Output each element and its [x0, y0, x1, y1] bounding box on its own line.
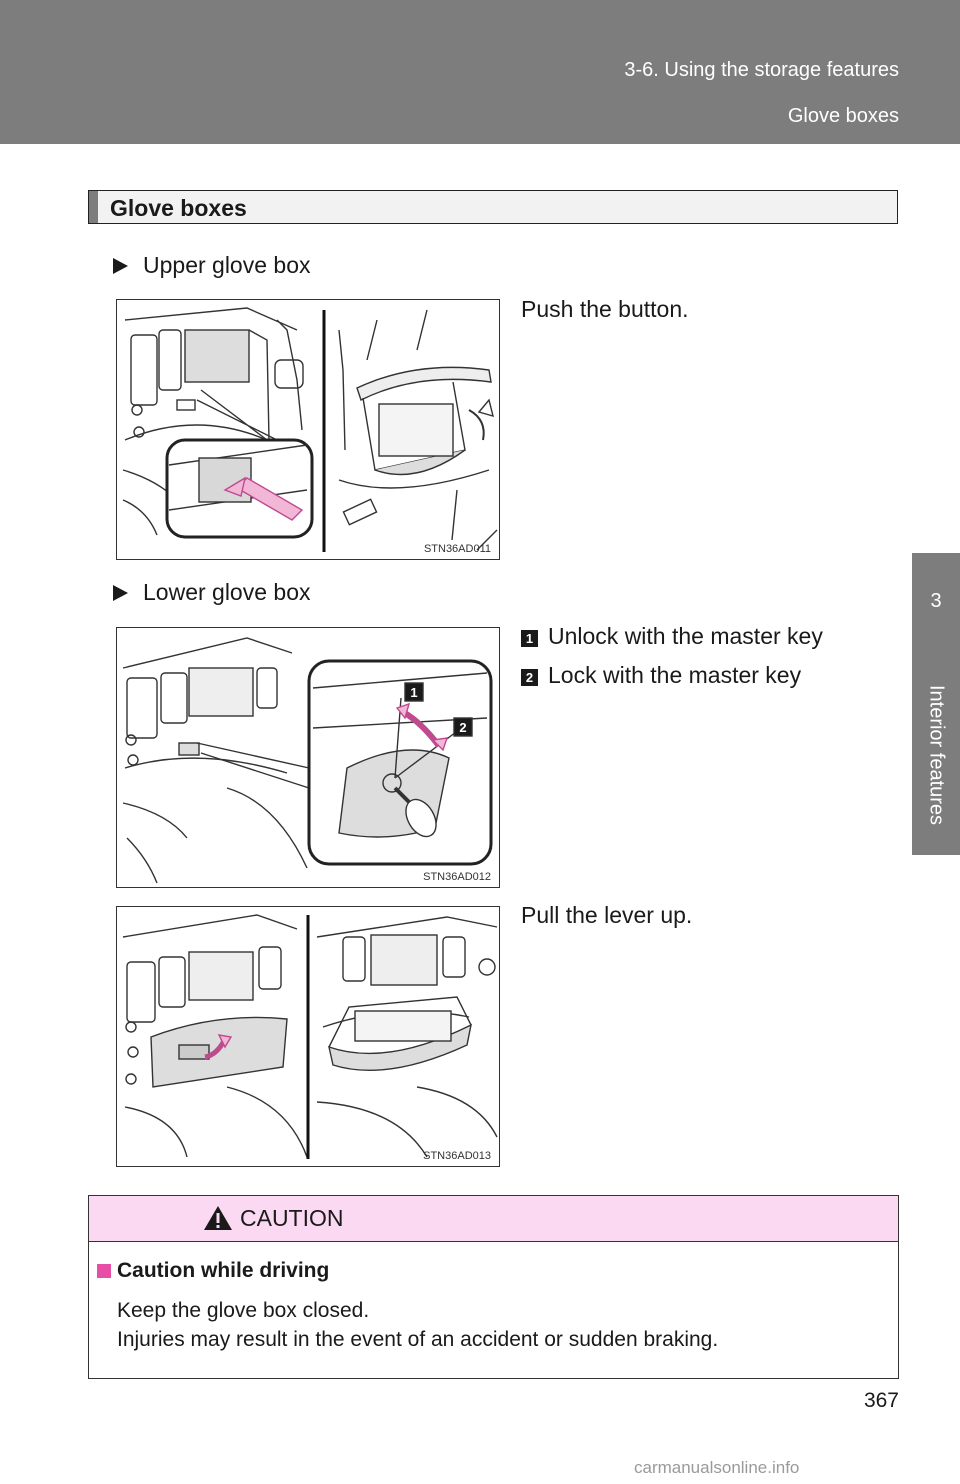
page-number: 367 — [863, 1389, 899, 1412]
chapter-tab-label-text: Interior features — [925, 684, 948, 826]
caution-box: CAUTION Caution while driving Keep the g… — [88, 1195, 899, 1379]
caution-subheading: Caution while driving — [97, 1259, 329, 1283]
section-title: Glove boxes — [110, 195, 247, 221]
lower-glove-box-heading: Lower glove box — [113, 579, 311, 606]
lower-glove-box-lever-illustration: STN36AD013 — [116, 906, 500, 1167]
callout-2: 2 — [459, 720, 466, 735]
header-subsection-title: Glove boxes — [787, 105, 899, 127]
square-bullet-icon — [97, 1264, 111, 1278]
warning-triangle-icon — [204, 1206, 232, 1230]
section-title-bar — [89, 191, 98, 223]
chapter-tab-label: Interior features — [912, 655, 960, 855]
page-header: 3-6. Using the storage features Glove bo… — [0, 0, 960, 144]
lower-figure-code: STN36AD012 — [423, 871, 491, 883]
watermark: carmanualsonline.info — [634, 1458, 800, 1477]
upper-instruction: Push the button. — [521, 296, 689, 322]
triangle-bullet-icon — [113, 585, 128, 601]
upper-glove-box-illustration: STN36AD011 — [116, 299, 500, 560]
header-section-title: 3-6. Using the storage features — [624, 59, 899, 81]
caution-line-2: Injuries may result in the event of an a… — [117, 1328, 719, 1351]
lever-figure-code: STN36AD013 — [423, 1150, 491, 1162]
upper-glove-box-heading: Upper glove box — [113, 252, 311, 279]
upper-figure-code: STN36AD011 — [423, 543, 491, 555]
triangle-bullet-icon — [113, 258, 128, 274]
caution-title: CAUTION — [240, 1205, 344, 1231]
chapter-tab-number: 3 — [912, 553, 960, 655]
lever-instruction: Pull the lever up. — [521, 902, 693, 928]
section-title-box: Glove boxes — [88, 190, 898, 224]
lower-glove-box-key-illustration: 1 2 STN36AD012 — [116, 627, 500, 888]
step-number-1: 1 — [521, 630, 538, 647]
step-number-2: 2 — [521, 669, 538, 686]
caution-header: CAUTION — [89, 1196, 898, 1242]
callout-1: 1 — [410, 685, 417, 700]
caution-line-1: Keep the glove box closed. — [117, 1299, 370, 1322]
